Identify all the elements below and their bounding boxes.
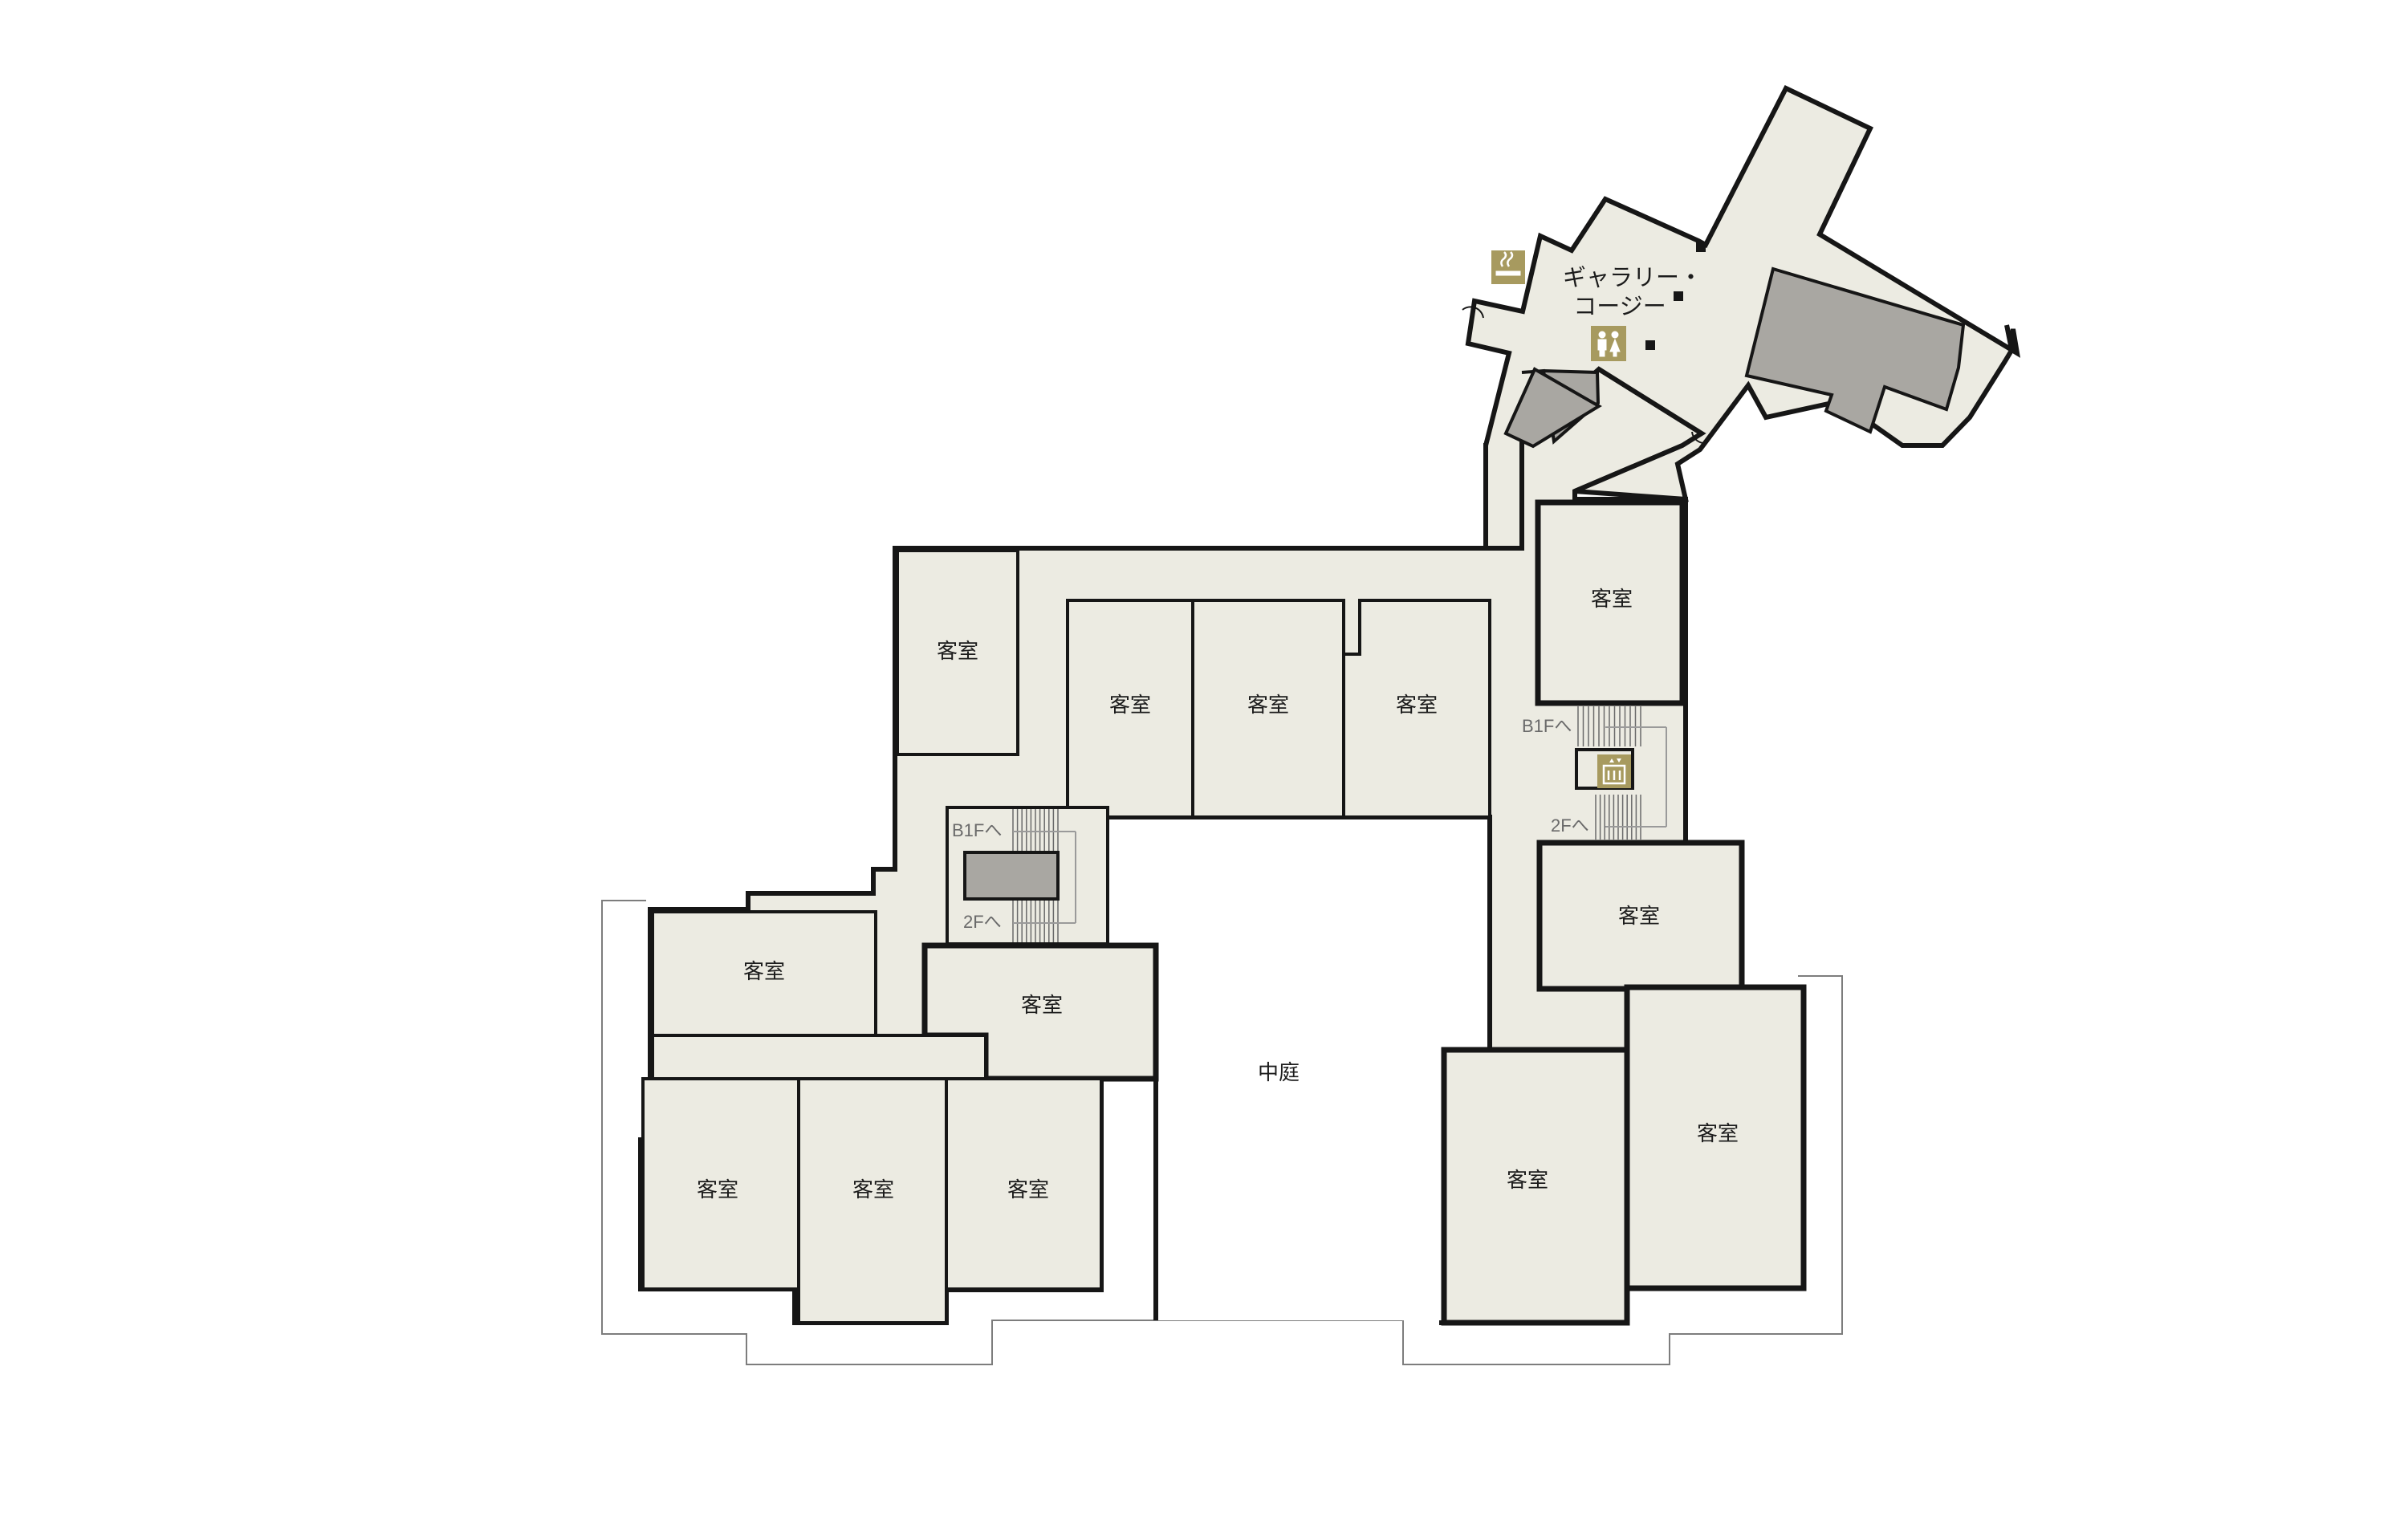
stairs-2f-label-east: 2Fへ <box>1551 815 1589 836</box>
smoking-area-icon <box>1491 250 1525 284</box>
stairs-b1f-label-west: B1Fへ <box>952 820 1002 840</box>
room-11[interactable] <box>945 1077 1103 1291</box>
room-label: 客室 <box>1021 993 1063 1017</box>
room-12[interactable] <box>1441 1047 1630 1326</box>
room-7[interactable] <box>651 910 877 1037</box>
room-5[interactable] <box>1535 499 1686 706</box>
stairs-2f-label-west: 2Fへ <box>963 912 1002 932</box>
room-label: 客室 <box>1247 693 1289 717</box>
guest-rooms <box>641 499 1807 1326</box>
room-label: 客室 <box>743 959 785 983</box>
room-label: 客室 <box>1618 904 1660 928</box>
room-label: 客室 <box>937 639 978 663</box>
stairs-west <box>946 806 1109 946</box>
corridor-west <box>651 1034 987 1080</box>
restroom-icon <box>1591 326 1626 361</box>
room-13[interactable] <box>1624 984 1807 1291</box>
room-3[interactable] <box>1191 599 1345 819</box>
room-4[interactable] <box>1342 599 1491 819</box>
room-label: 客室 <box>1109 693 1151 717</box>
room-label: 客室 <box>1507 1168 1548 1192</box>
gallery-wing <box>1462 85 2021 551</box>
room-2[interactable] <box>1066 599 1194 819</box>
gallery-label-line2: コージー <box>1573 295 1666 320</box>
room-1[interactable] <box>896 549 1019 756</box>
room-label: 客室 <box>1697 1121 1739 1145</box>
gallery-label-line1: ギャラリー・ <box>1563 266 1702 291</box>
room-9[interactable] <box>641 1077 800 1291</box>
elevator-icon <box>1597 754 1631 788</box>
room-label: 客室 <box>1396 693 1438 717</box>
courtyard-label: 中庭 <box>1258 1060 1300 1084</box>
room-label: 客室 <box>1591 587 1633 611</box>
stairs-b1f-label-east: B1Fへ <box>1522 716 1572 736</box>
room-label: 客室 <box>852 1177 894 1202</box>
room-label: 客室 <box>697 1177 738 1202</box>
room-label: 客室 <box>1007 1177 1049 1202</box>
